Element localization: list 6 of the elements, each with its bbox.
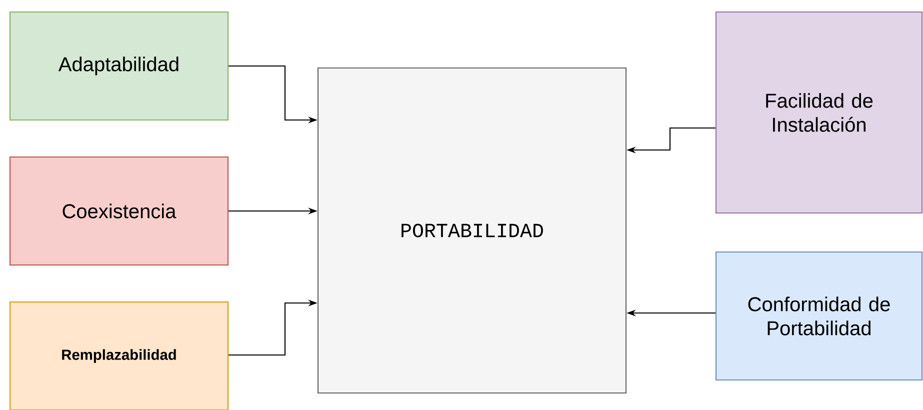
- attribute-box: Coexistencia: [9, 156, 229, 266]
- attribute-box: Adaptabilidad: [9, 11, 229, 121]
- attribute-box: Conformidad de Portabilidad: [715, 251, 923, 381]
- main-box: PORTABILIDAD: [317, 67, 627, 394]
- attribute-box: Remplazabilidad: [9, 301, 229, 410]
- attribute-box: Facilidad de Instalación: [715, 11, 923, 214]
